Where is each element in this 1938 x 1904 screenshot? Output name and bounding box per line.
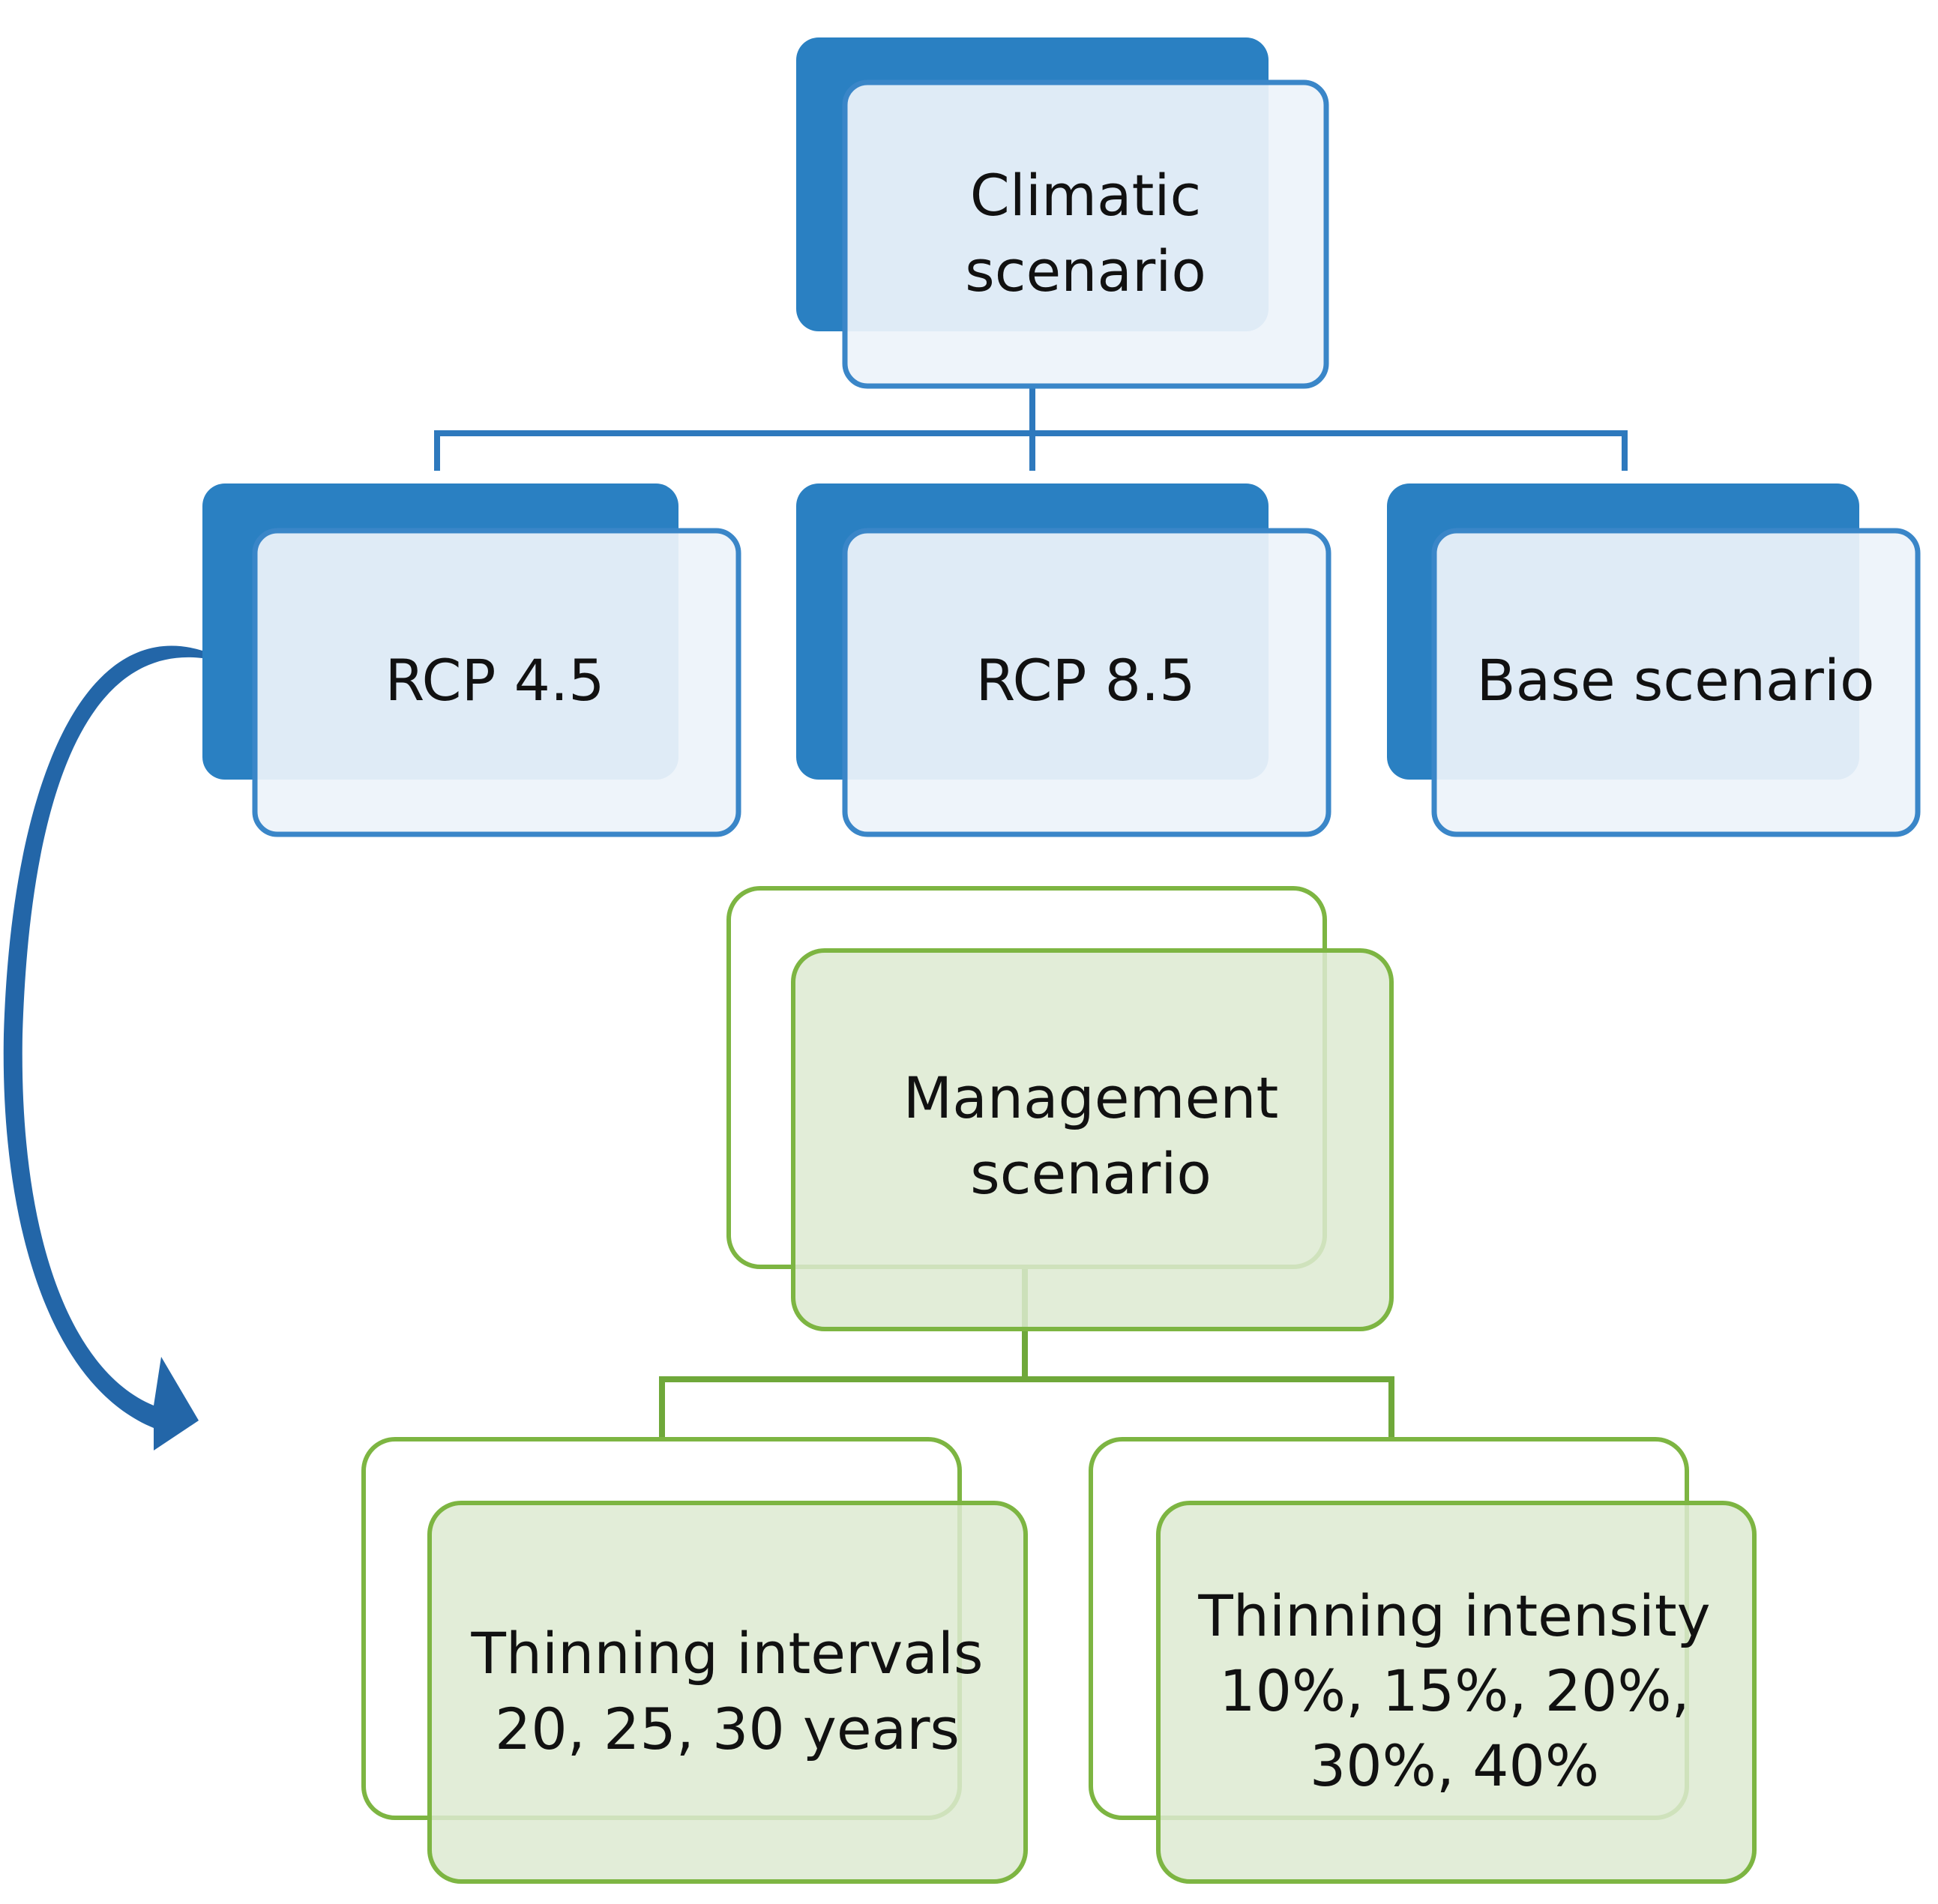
climatic-label-line1: Climatic	[970, 162, 1202, 229]
node-intensity-front	[1156, 1501, 1757, 1884]
node-climatic-scenario: Climatic scenario	[796, 37, 1329, 389]
intervals-label-line1: Thinning intervals	[470, 1620, 983, 1687]
node-thinning-intervals: Thinning intervals 20, 25, 30 years	[361, 1437, 1028, 1884]
climate-connectors	[434, 384, 1628, 471]
management-label-line2: scenario	[970, 1140, 1212, 1207]
intervals-label-line2: 20, 25, 30 years	[495, 1696, 960, 1762]
node-rcp85: RCP 8.5	[796, 483, 1331, 837]
intensity-label-line3: 30%, 40%	[1310, 1732, 1599, 1799]
intensity-label-line1: Thinning intensity	[1197, 1582, 1710, 1649]
node-management-scenario: Management scenario	[726, 886, 1394, 1331]
node-rcp85-front	[842, 528, 1331, 837]
node-rcp45: RCP 4.5	[202, 483, 741, 837]
intensity-label-line2: 10%, 15%, 20%,	[1219, 1657, 1690, 1724]
base-label: Base scenario	[1477, 647, 1875, 714]
node-rcp45-front	[252, 528, 741, 837]
node-base-scenario: Base scenario	[1387, 483, 1921, 837]
node-climatic-front	[842, 79, 1329, 389]
management-label-line1: Management	[903, 1064, 1279, 1131]
rcp45-label: RCP 4.5	[385, 647, 605, 714]
node-thinning-intensity: Thinning intensity 10%, 15%, 20%, 30%, 4…	[1089, 1437, 1757, 1884]
node-management-front	[791, 948, 1394, 1331]
curved-arrow	[3, 645, 202, 1450]
curved-arrow-body	[3, 645, 202, 1450]
climatic-label-line2: scenario	[965, 238, 1206, 304]
rcp85-label: RCP 8.5	[976, 647, 1196, 714]
node-base-front	[1431, 528, 1921, 837]
node-intervals-front	[427, 1501, 1028, 1884]
